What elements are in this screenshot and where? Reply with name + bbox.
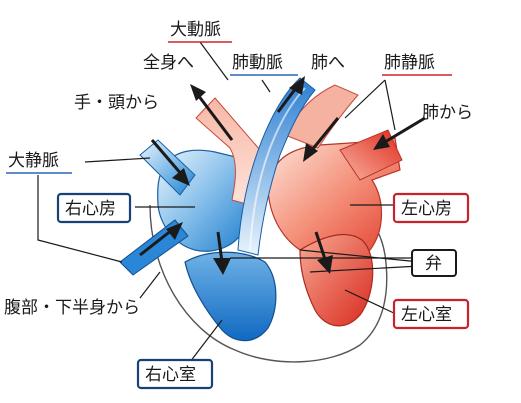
pericardium-outline (149, 204, 388, 363)
label-pulmonary-artery: 肺動脈 (232, 53, 283, 73)
leader-vena-cava (84, 157, 151, 163)
label-from-abdomen: 腹部・下半身から (4, 298, 140, 318)
box-left-ventricle (392, 298, 470, 330)
arrow-right-atrium-to-ventricle (213, 231, 231, 275)
label-right-atrium: 右心房 (65, 199, 116, 219)
leader-aorta (199, 41, 229, 81)
label-pulmonary-vein: 肺静脈 (384, 53, 435, 73)
arrow-from-lungs-upper (303, 117, 340, 162)
leader-vena-cava-lower (37, 175, 123, 263)
label-right-ventricle: 右心室 (145, 365, 196, 385)
label-valve: 弁 (425, 254, 442, 274)
label-aorta: 大動脈 (170, 20, 221, 40)
leader-valve-2 (299, 249, 421, 263)
pulmonary-artery-shape (237, 77, 316, 256)
label-from-lungs: 肺から (422, 103, 473, 123)
leader-abdomen (139, 271, 161, 299)
box-right-atrium (56, 192, 132, 224)
label-left-ventricle: 左心室 (401, 305, 452, 325)
pulmonary-artery-highlight (249, 87, 306, 251)
left-ventricle-shape (299, 233, 374, 327)
right-ventricle-shape (184, 251, 277, 342)
label-vena-cava: 大静脈 (8, 151, 59, 171)
label-from-hands-head: 手・頭から (74, 93, 159, 113)
leader-pulmonary-vein-b (384, 79, 396, 131)
leader-left-ventricle (344, 289, 399, 316)
label-to-whole-body: 全身へ (143, 53, 194, 73)
label-left-atrium: 左心房 (401, 199, 452, 219)
arrow-to-lungs (276, 76, 305, 113)
arrow-left-atrium-to-ventricle (314, 231, 333, 274)
leader-pulmonary-vein-a (344, 79, 386, 119)
leader-pulmonary-artery (261, 79, 271, 93)
box-valve (411, 249, 457, 277)
box-left-atrium (392, 192, 470, 224)
label-to-lungs: 肺へ (311, 53, 345, 73)
arrow-from-abdomen (139, 222, 183, 257)
leader-right-ventricle (189, 319, 223, 363)
arrow-to-body (190, 84, 234, 141)
arrow-from-lungs-right (373, 116, 426, 150)
box-right-ventricle (136, 358, 214, 390)
arrow-from-head (150, 139, 190, 186)
